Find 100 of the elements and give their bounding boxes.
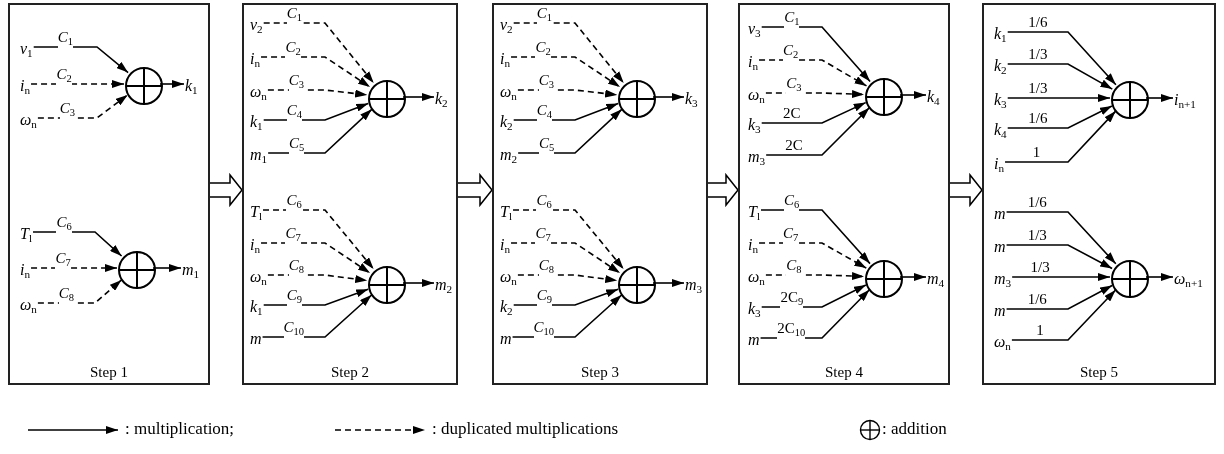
input-variable: m (500, 330, 512, 348)
edge-label: C$_{2}$ (782, 43, 799, 63)
input-variable: ω$_{n}$ (250, 268, 267, 291)
dashed-arrow (37, 94, 129, 119)
arrow (511, 294, 623, 338)
input-variable: m (250, 330, 262, 348)
edge-label: 2C$_{10}$ (777, 321, 806, 341)
dashed-arrow (30, 80, 125, 88)
edge-label: C$_{8}$ (538, 258, 555, 278)
edge-label: C$_{5}$ (288, 136, 305, 156)
edge-label: C$_{4}$ (286, 103, 302, 123)
block-arrow (209, 172, 243, 208)
block-arrow (949, 172, 983, 208)
input-variable: k$_{1}$ (994, 25, 1007, 48)
input-variable: v$_{3}$ (748, 20, 761, 43)
input-variable: ω$_{n}$ (250, 83, 267, 106)
arrow (1145, 94, 1174, 102)
arrow (1004, 110, 1117, 163)
arrow (152, 264, 182, 272)
dashed-arrow (512, 209, 625, 270)
input-variable: i$_{n}$ (748, 53, 759, 76)
edge-label: C$_{10}$ (283, 320, 305, 340)
input-variable: k$_{1}$ (250, 113, 263, 136)
input-variable: i$_{n}$ (500, 236, 511, 259)
input-variable: i$_{n}$ (20, 77, 31, 100)
arrow (262, 288, 369, 306)
input-variable: k$_{1}$ (250, 298, 263, 321)
edge-label: C$_{3}$ (59, 101, 76, 121)
arrow (652, 279, 685, 287)
edge-label: 2C$_{9}$ (780, 290, 804, 310)
arrow (32, 231, 123, 257)
edge-label: 1/6 (1027, 195, 1047, 210)
dashed-arrow (758, 59, 868, 87)
edge-label: 1/3 (1030, 260, 1050, 275)
arrow (32, 46, 129, 74)
legend-text: : addition (882, 419, 947, 439)
edge-label: C$_{10}$ (533, 320, 555, 340)
edge-label: C$_{8}$ (786, 258, 802, 278)
input-variable: m$_{2}$ (500, 146, 518, 169)
edge-label: C$_{7}$ (285, 226, 301, 246)
input-variable: T$_{l}$ (20, 225, 32, 248)
step-title: Step 3 (581, 364, 619, 381)
arrow (652, 93, 685, 101)
input-variable: k$_{3}$ (748, 116, 761, 139)
adder-circle (125, 67, 163, 105)
output-variable: m$_{4}$ (927, 270, 945, 293)
arrow (1005, 284, 1113, 310)
arrow (402, 279, 435, 287)
edge-label: C$_{1}$ (57, 30, 73, 50)
output-variable: k$_{3}$ (685, 90, 698, 113)
adder-circle (865, 260, 903, 298)
dashed-arrow (510, 56, 621, 88)
input-variable: m$_{3}$ (748, 148, 766, 171)
dashed-arrow (517, 274, 618, 283)
input-variable: k$_{2}$ (994, 57, 1007, 80)
edge-label: 1 (1036, 323, 1044, 338)
input-variable: m (994, 205, 1006, 223)
arrow (267, 108, 373, 154)
input-variable: ω$_{n}$ (20, 296, 37, 319)
arrow (760, 284, 867, 308)
edge-label: 1/6 (1028, 111, 1048, 126)
adder-circle (618, 80, 656, 118)
input-variable: ω$_{n}$ (748, 268, 765, 291)
dashed-arrow (267, 274, 368, 283)
output-variable: ω$_{n+1}$ (1174, 270, 1203, 293)
step-box (982, 3, 1216, 385)
block-arrow (707, 172, 739, 208)
output-variable: k$_{1}$ (185, 77, 198, 100)
edge-label: C$_{9}$ (536, 288, 552, 308)
input-variable: ω$_{n}$ (500, 83, 517, 106)
output-variable: i$_{n+1}$ (1174, 91, 1196, 114)
edge-label: 1/3 (1028, 81, 1048, 96)
input-variable: ω$_{n}$ (748, 86, 765, 109)
input-variable: T$_{l}$ (748, 203, 760, 226)
arrow (760, 101, 867, 124)
edge-label: C$_{7}$ (535, 226, 551, 246)
input-variable: T$_{l}$ (250, 203, 262, 226)
arrow (1006, 94, 1111, 102)
dashed-arrow (510, 242, 621, 274)
input-variable: m (994, 238, 1006, 256)
output-variable: k$_{4}$ (927, 88, 940, 111)
output-variable: m$_{3}$ (685, 276, 703, 299)
arrow (262, 102, 369, 121)
dashed-arrow (512, 22, 625, 84)
input-variable: v$_{2}$ (250, 16, 263, 39)
dashed-arrow (262, 22, 375, 84)
edge-label: 2C (783, 106, 801, 121)
dashed-arrow (30, 264, 118, 272)
input-variable: ω$_{n}$ (20, 111, 37, 134)
arrow (512, 288, 619, 306)
edge-label: 1/3 (1028, 47, 1048, 62)
edge-label: 1 (1032, 145, 1041, 160)
input-variable: k$_{3}$ (994, 91, 1007, 114)
edge-label: C$_{1}$ (536, 6, 552, 26)
arrow (512, 102, 619, 121)
input-variable: i$_{n}$ (748, 236, 759, 259)
input-variable: k$_{2}$ (500, 298, 513, 321)
edge-label: C$_{9}$ (286, 288, 302, 308)
edge-label: C$_{2}$ (535, 40, 551, 60)
input-variable: k$_{2}$ (500, 113, 513, 136)
